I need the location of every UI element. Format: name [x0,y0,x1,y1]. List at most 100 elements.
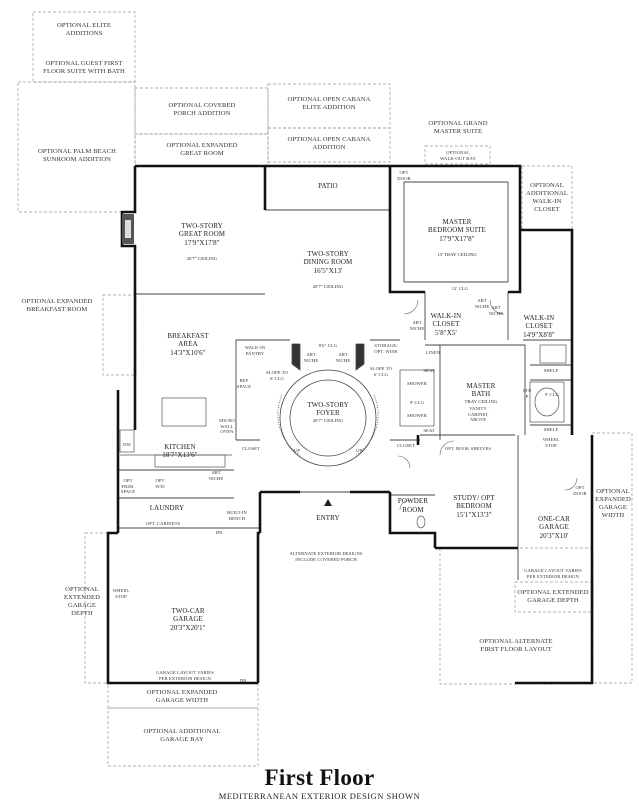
foyer-stairs [277,343,379,467]
slope-left-label: SLOPE TO 6' CLG [266,370,288,381]
art-niche-3-label: ART NICHE [409,320,425,331]
art-niche-6-label: ART NICHE [208,470,224,481]
laundry-label: LAUNDRY [149,504,185,512]
up-1-label: UP [293,448,301,453]
wheel-stop-right-label: WHEEL STOP [542,437,560,448]
breakfast-dim: 14'3"X10'6" [170,348,206,357]
dining-room-label: TWO-STORY DINING ROOM 16'5"X13' 20'7" CE… [274,241,382,298]
art-niche-1-label: ART NICHE [474,298,490,309]
entry-arrow [324,499,332,506]
linen-label: LINEN [425,350,441,355]
slope-right-label: SLOPE TO 6' CLG [370,366,392,377]
one-car-garage-name: ONE-CAR GARAGE [538,514,570,532]
great-room-dim: 17'9"X17'8" [184,238,220,247]
dining-room-dim: 16'5"X13' [313,266,343,275]
additional-garage-bay-outline [107,707,259,767]
clg-8-6-label: 8'6" CLG [318,343,338,348]
patio-label: PATIO [318,182,338,190]
seat-1-label: SEAT [423,368,435,373]
powder-room-label: POWDER ROOM [397,497,429,514]
extended-garage-depth-right-label: OPTIONAL EXTENDED GARAGE DEPTH [517,589,589,604]
vanity-label: VANITY CABINET ABOVE [467,406,489,423]
master-bath-label: MASTER BATH TRAY CEILING [450,373,512,413]
built-in-bench-label: BUILT-IN BENCH [227,510,247,521]
study-label: STUDY/ OPT BEDROOM 15'1"X13'3" [444,485,504,528]
art-niche-4-label: ART NICHE [303,352,319,363]
opt-book-shelves-label: OPT. BOOK SHELVES [444,446,492,451]
garage-layout-left-label: GARAGE LAYOUT VARIES PER EXTERIOR DESIGN [156,670,214,681]
additional-closet-outline [521,165,573,231]
clg-9b-label: 9' CLG [544,392,560,397]
foyer-name: TWO-STORY FOYER [307,400,349,418]
shower-1-label: SHOWER [407,381,427,386]
palm-beach-outline [17,81,136,213]
walkout-bay-outline [424,145,491,165]
additional-garage-bay-label: OPTIONAL ADDITIONAL GARAGE BAY [143,728,221,743]
clg-9-label: 9' CLG [409,400,425,405]
expanded-breakfast-outline [102,294,137,376]
master-bedroom-note: 13' TRAY CEILING [437,251,477,257]
walkin-pantry-label: WALK-IN PANTRY [244,345,266,356]
opt-door-garage-label: OPT DOOR [573,485,587,496]
one-car-garage-label: ONE-CAR GARAGE 20'3"X10' [524,506,584,549]
dn-1-label: DN [215,530,223,535]
alternate-layout-label: OPTIONAL ALTERNATE FIRST FLOOR LAYOUT [479,638,553,653]
foyer-note: 20'7" CEILING [312,417,344,423]
opt-cabinets-label: OPT. CABINETS [145,521,181,526]
interior-walls [118,181,572,580]
study-name: STUDY/ OPT BEDROOM [453,493,495,511]
kitchen-name: KITCHEN [164,442,196,451]
breakfast-name: BREAKFAST AREA [167,331,209,349]
expanded-great-room-label: OPTIONAL EXPANDED GREAT ROOM [166,142,238,157]
elite-additions-label: OPTIONAL ELITE ADDITIONS [56,22,112,37]
guest-suite-label: OPTIONAL GUEST FIRST FLOOR SUITE WITH BA… [43,60,125,75]
closet-1-label: CLOSET [242,446,260,451]
grand-master-label: OPTIONAL GRAND MASTER SUITE [428,120,488,135]
extended-garage-depth-left-label: OPTIONAL EXTENDED GARAGE DEPTH [64,586,100,617]
ref-space-label: REF SPACE [236,378,252,389]
step-label: STEP [522,388,532,399]
one-car-garage-dim: 20'3"X10' [539,531,569,540]
fireplace [122,214,134,244]
great-room-name: TWO-STORY GREAT ROOM [178,221,226,239]
cabana-addition-label: OPTIONAL OPEN CABANA ADDITION [287,136,371,151]
opt-door-master-label: OPT DOOR [397,170,411,181]
clg-12-label: 12' CLG [451,286,469,291]
expanded-garage-width-bottom-label: OPTIONAL EXPANDED GARAGE WIDTH [146,689,218,704]
expanded-garage-width-right-label: OPTIONAL EXPANDED GARAGE WIDTH [595,488,631,519]
kitchen-fixtures [119,397,232,468]
two-car-garage-name: TWO-CAR GARAGE [171,606,205,624]
wheel-stop-left-label: WHEEL STOP [112,588,130,599]
walkin-closet-2-label: WALK-IN CLOSET 14'9"X8'8" [514,305,564,348]
additional-closet-label: OPTIONAL ADDITIONAL WALK-IN CLOSET [525,182,569,213]
master-bath-note: TRAY CEILING [464,398,498,404]
storage-label: STORAGE/ OPT. WINE [374,343,398,354]
floor-title: First Floor [264,765,375,790]
walkin-closet-1-name: WALK-IN CLOSET [430,311,462,329]
kitchen-label: KITCHEN 18'7"X13'6" [150,434,210,468]
master-bath-name: MASTER BATH [466,381,496,399]
closet-2-label: CLOSET [397,443,415,448]
kitchen-dim: 18'7"X13'6" [162,451,198,459]
dw-label: DW [123,442,131,447]
covered-porch-label: OPTIONAL COVERED PORCH ADDITION [168,102,236,117]
great-room-note: 20'7" CEILING [186,255,218,261]
seat-2-label: SEAT [423,428,435,433]
cabana-addition-outline [267,127,391,163]
art-niche-2-label: ART NICHE [488,305,504,316]
study-dim: 15'1"X13'3" [456,510,492,519]
doors [397,299,578,511]
foyer-label: TWO-STORY FOYER 20'7" CEILING [290,392,366,432]
two-car-garage-label: TWO-CAR GARAGE 20'3"X20'1" [148,598,228,641]
expanded-garage-width-right-outline [591,432,633,684]
entry-label: ENTRY [316,514,340,522]
art-niche-5-label: ART NICHE [335,352,351,363]
dining-room-note: 20'7" CEILING [312,283,344,289]
shelf-1-label: SHELF [543,368,559,373]
walkin-closet-2-name: WALK-IN CLOSET [523,313,555,331]
cabana-elite-label: OPTIONAL OPEN CABANA ELITE ADDITION [287,96,371,111]
shower-2-label: SHOWER [407,413,427,418]
bath-fixtures [399,344,567,529]
shelf-2-label: SHELF [543,427,559,432]
